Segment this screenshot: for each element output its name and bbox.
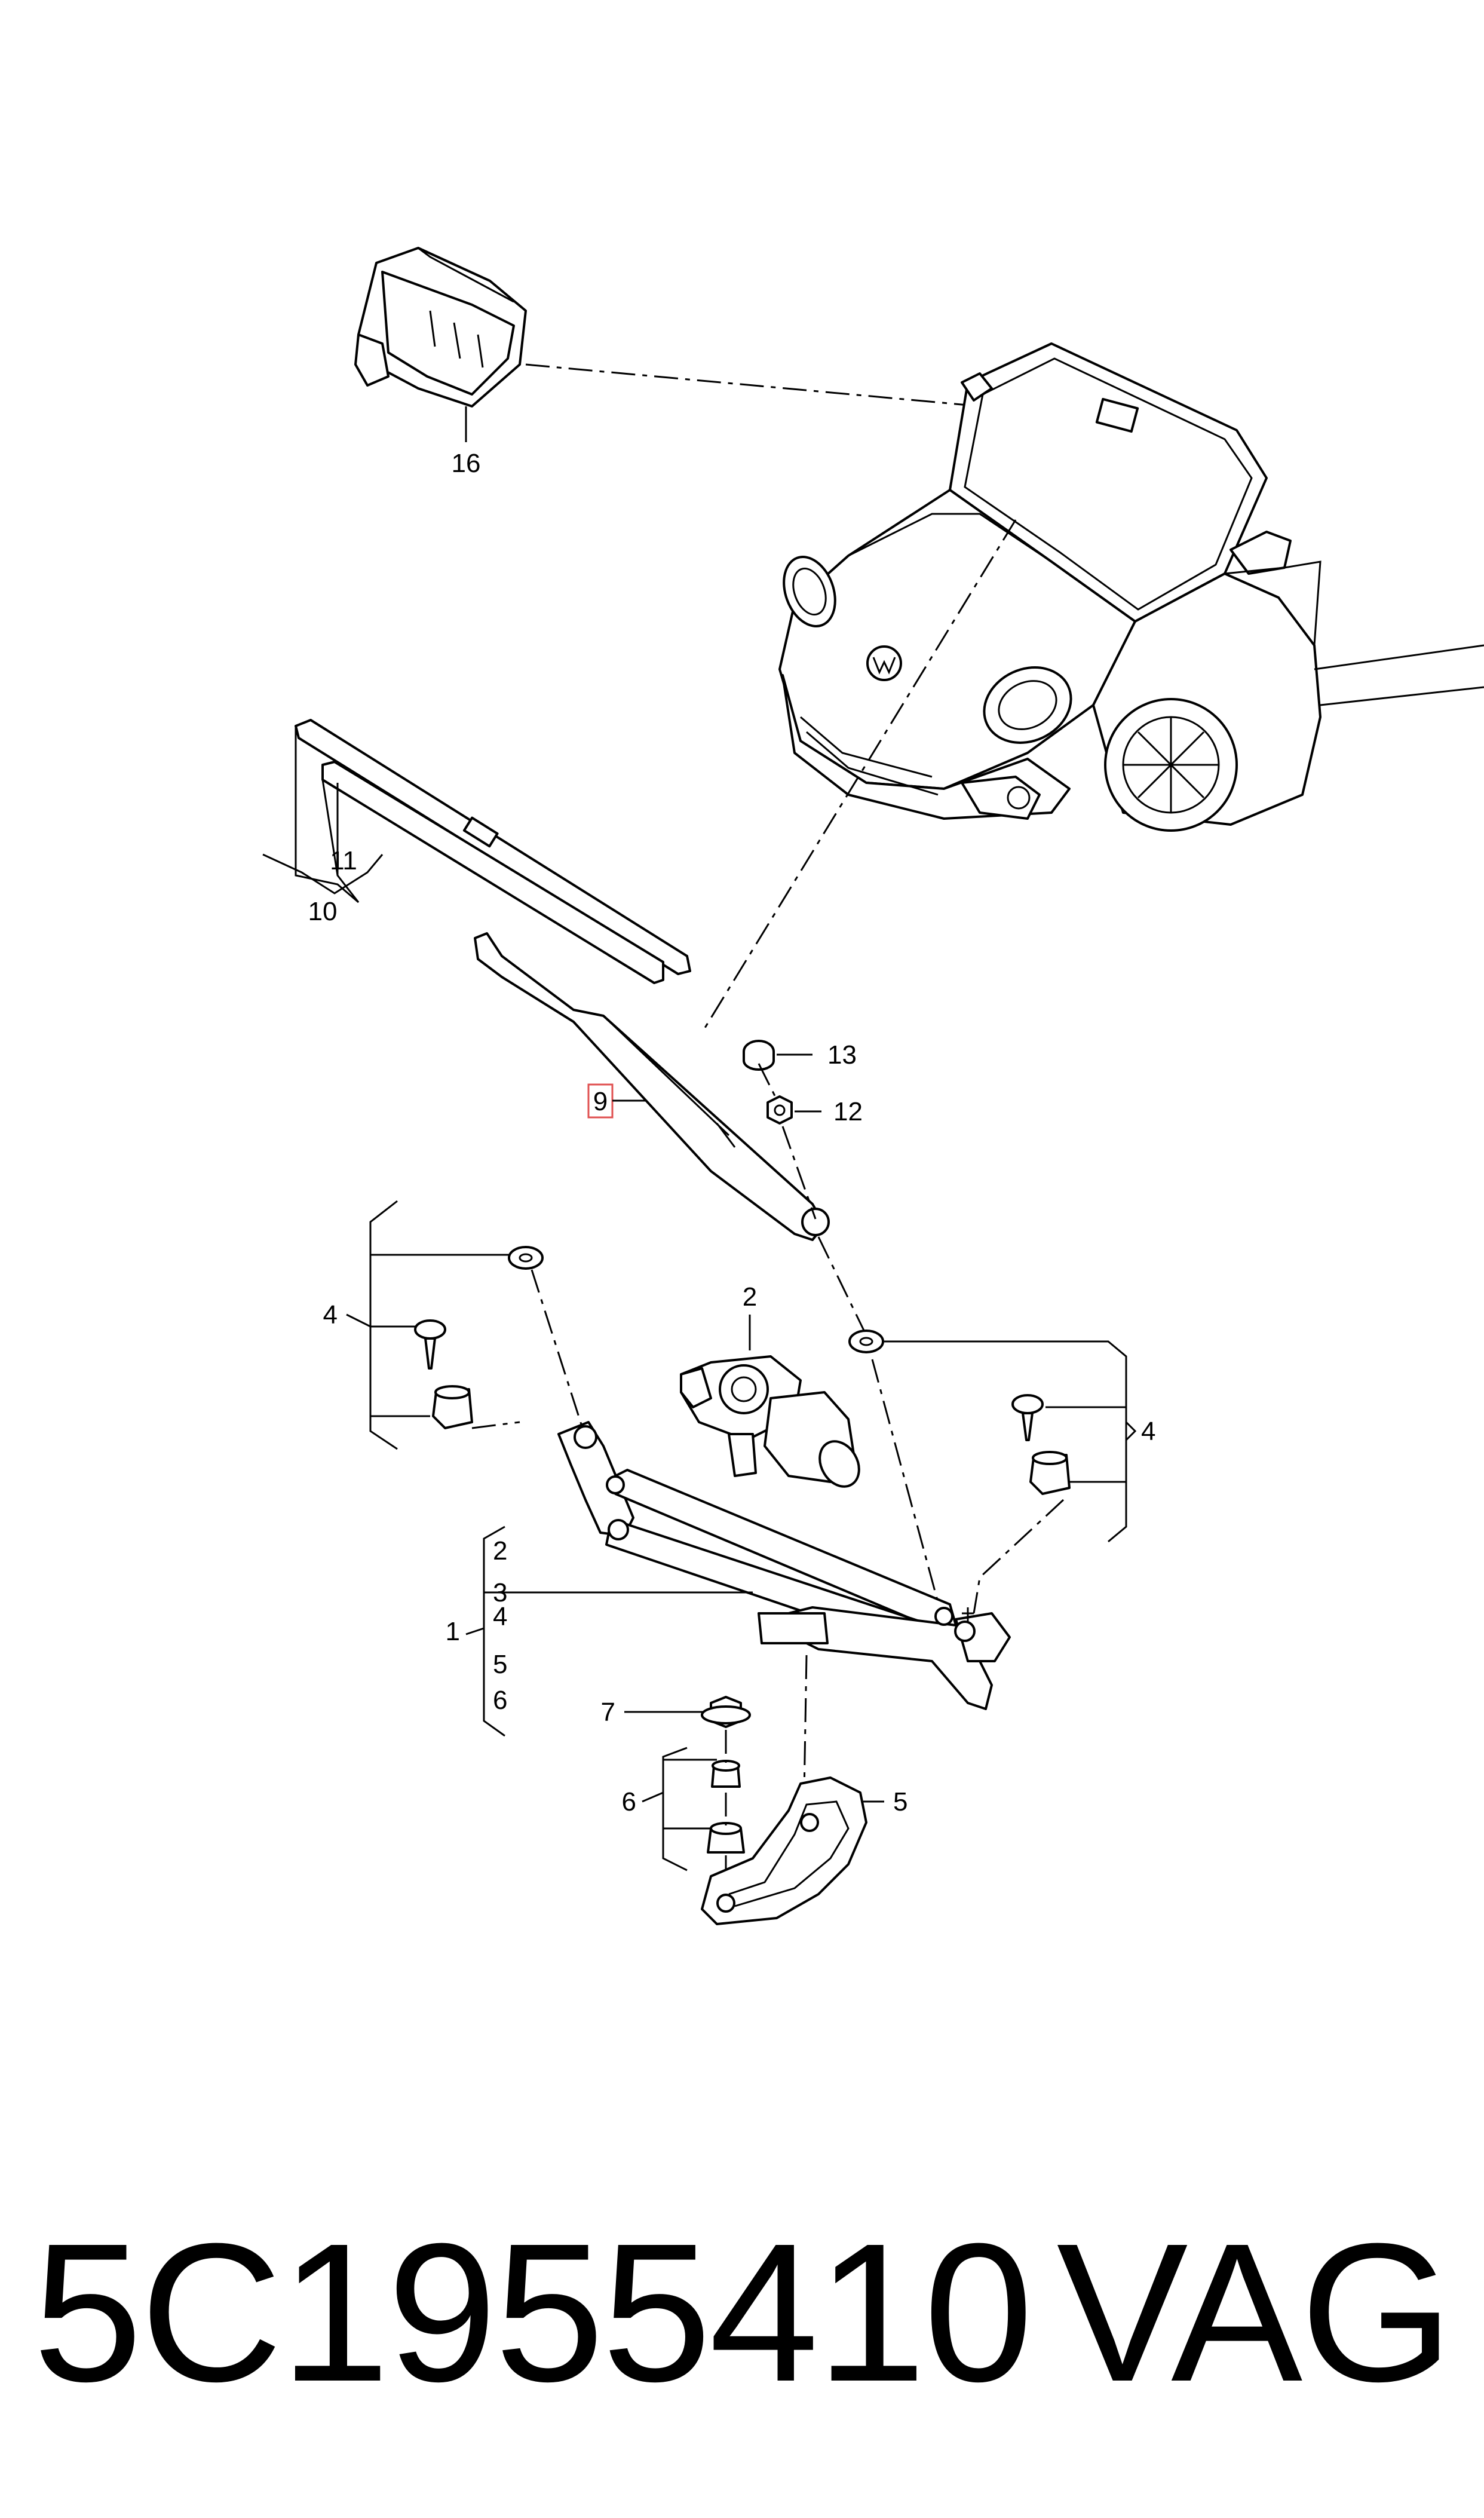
car-leader-line [704, 519, 1017, 1028]
callout-5: 5 [893, 1787, 907, 1816]
callout-7: 7 [601, 1698, 615, 1727]
bracket-1 [465, 1525, 753, 1737]
callout-bracket-2: 2 [493, 1536, 507, 1566]
callout-bracket-3: 3 [493, 1578, 507, 1607]
rain-sensor-module [354, 247, 527, 442]
screw-right [1011, 1394, 1044, 1441]
mounting-bracket [701, 1776, 867, 1925]
callout-12: 12 [833, 1097, 863, 1126]
grommet-left-top [508, 1246, 544, 1270]
car-illustration [704, 342, 1484, 1028]
screw-left [414, 1319, 446, 1370]
callout-13: 13 [827, 1040, 857, 1070]
wiper-linkage [557, 1421, 1011, 1710]
nut-12 [766, 1095, 793, 1125]
grommet-right-top [848, 1330, 884, 1353]
callout-6: 6 [622, 1787, 636, 1816]
callout-2: 2 [743, 1282, 757, 1312]
callout-10: 10 [308, 897, 338, 926]
rubber-mount-left [432, 1385, 473, 1429]
callout-9: 9 [593, 1087, 608, 1116]
callout-16: 16 [452, 449, 481, 478]
rubber-bush-upper [711, 1760, 741, 1788]
callout-4-left: 4 [323, 1300, 338, 1330]
callout-4-right: 4 [1141, 1417, 1155, 1446]
left-leader-line [471, 1269, 584, 1429]
rubber-mount-right [1029, 1451, 1071, 1495]
callout-bracket-4: 4 [493, 1602, 507, 1631]
callout-bracket-1: 1 [446, 1617, 460, 1646]
part-number: 5C1955410 [33, 2202, 1034, 2422]
callout-bracket-6: 6 [493, 1686, 507, 1715]
nut-7 [701, 1696, 751, 1728]
right-leader-line [973, 1499, 1065, 1614]
cap-13 [743, 1040, 775, 1071]
brand-label: VAG [1056, 2202, 1454, 2422]
footer: 5C1955410 VAG [0, 2199, 1484, 2426]
callout-10-bracket [262, 853, 384, 895]
wiper-arm [474, 932, 830, 1241]
rubber-bush-lower [707, 1822, 745, 1854]
callout-9-highlight [587, 1083, 614, 1119]
callout-10-11-lines [295, 726, 360, 903]
wiper-motor [680, 1355, 860, 1488]
callout-bracket-5: 5 [493, 1650, 507, 1679]
callout-11: 11 [330, 846, 357, 875]
arm-leader-line [758, 1063, 942, 1614]
bracket-4-right [884, 1340, 1127, 1543]
